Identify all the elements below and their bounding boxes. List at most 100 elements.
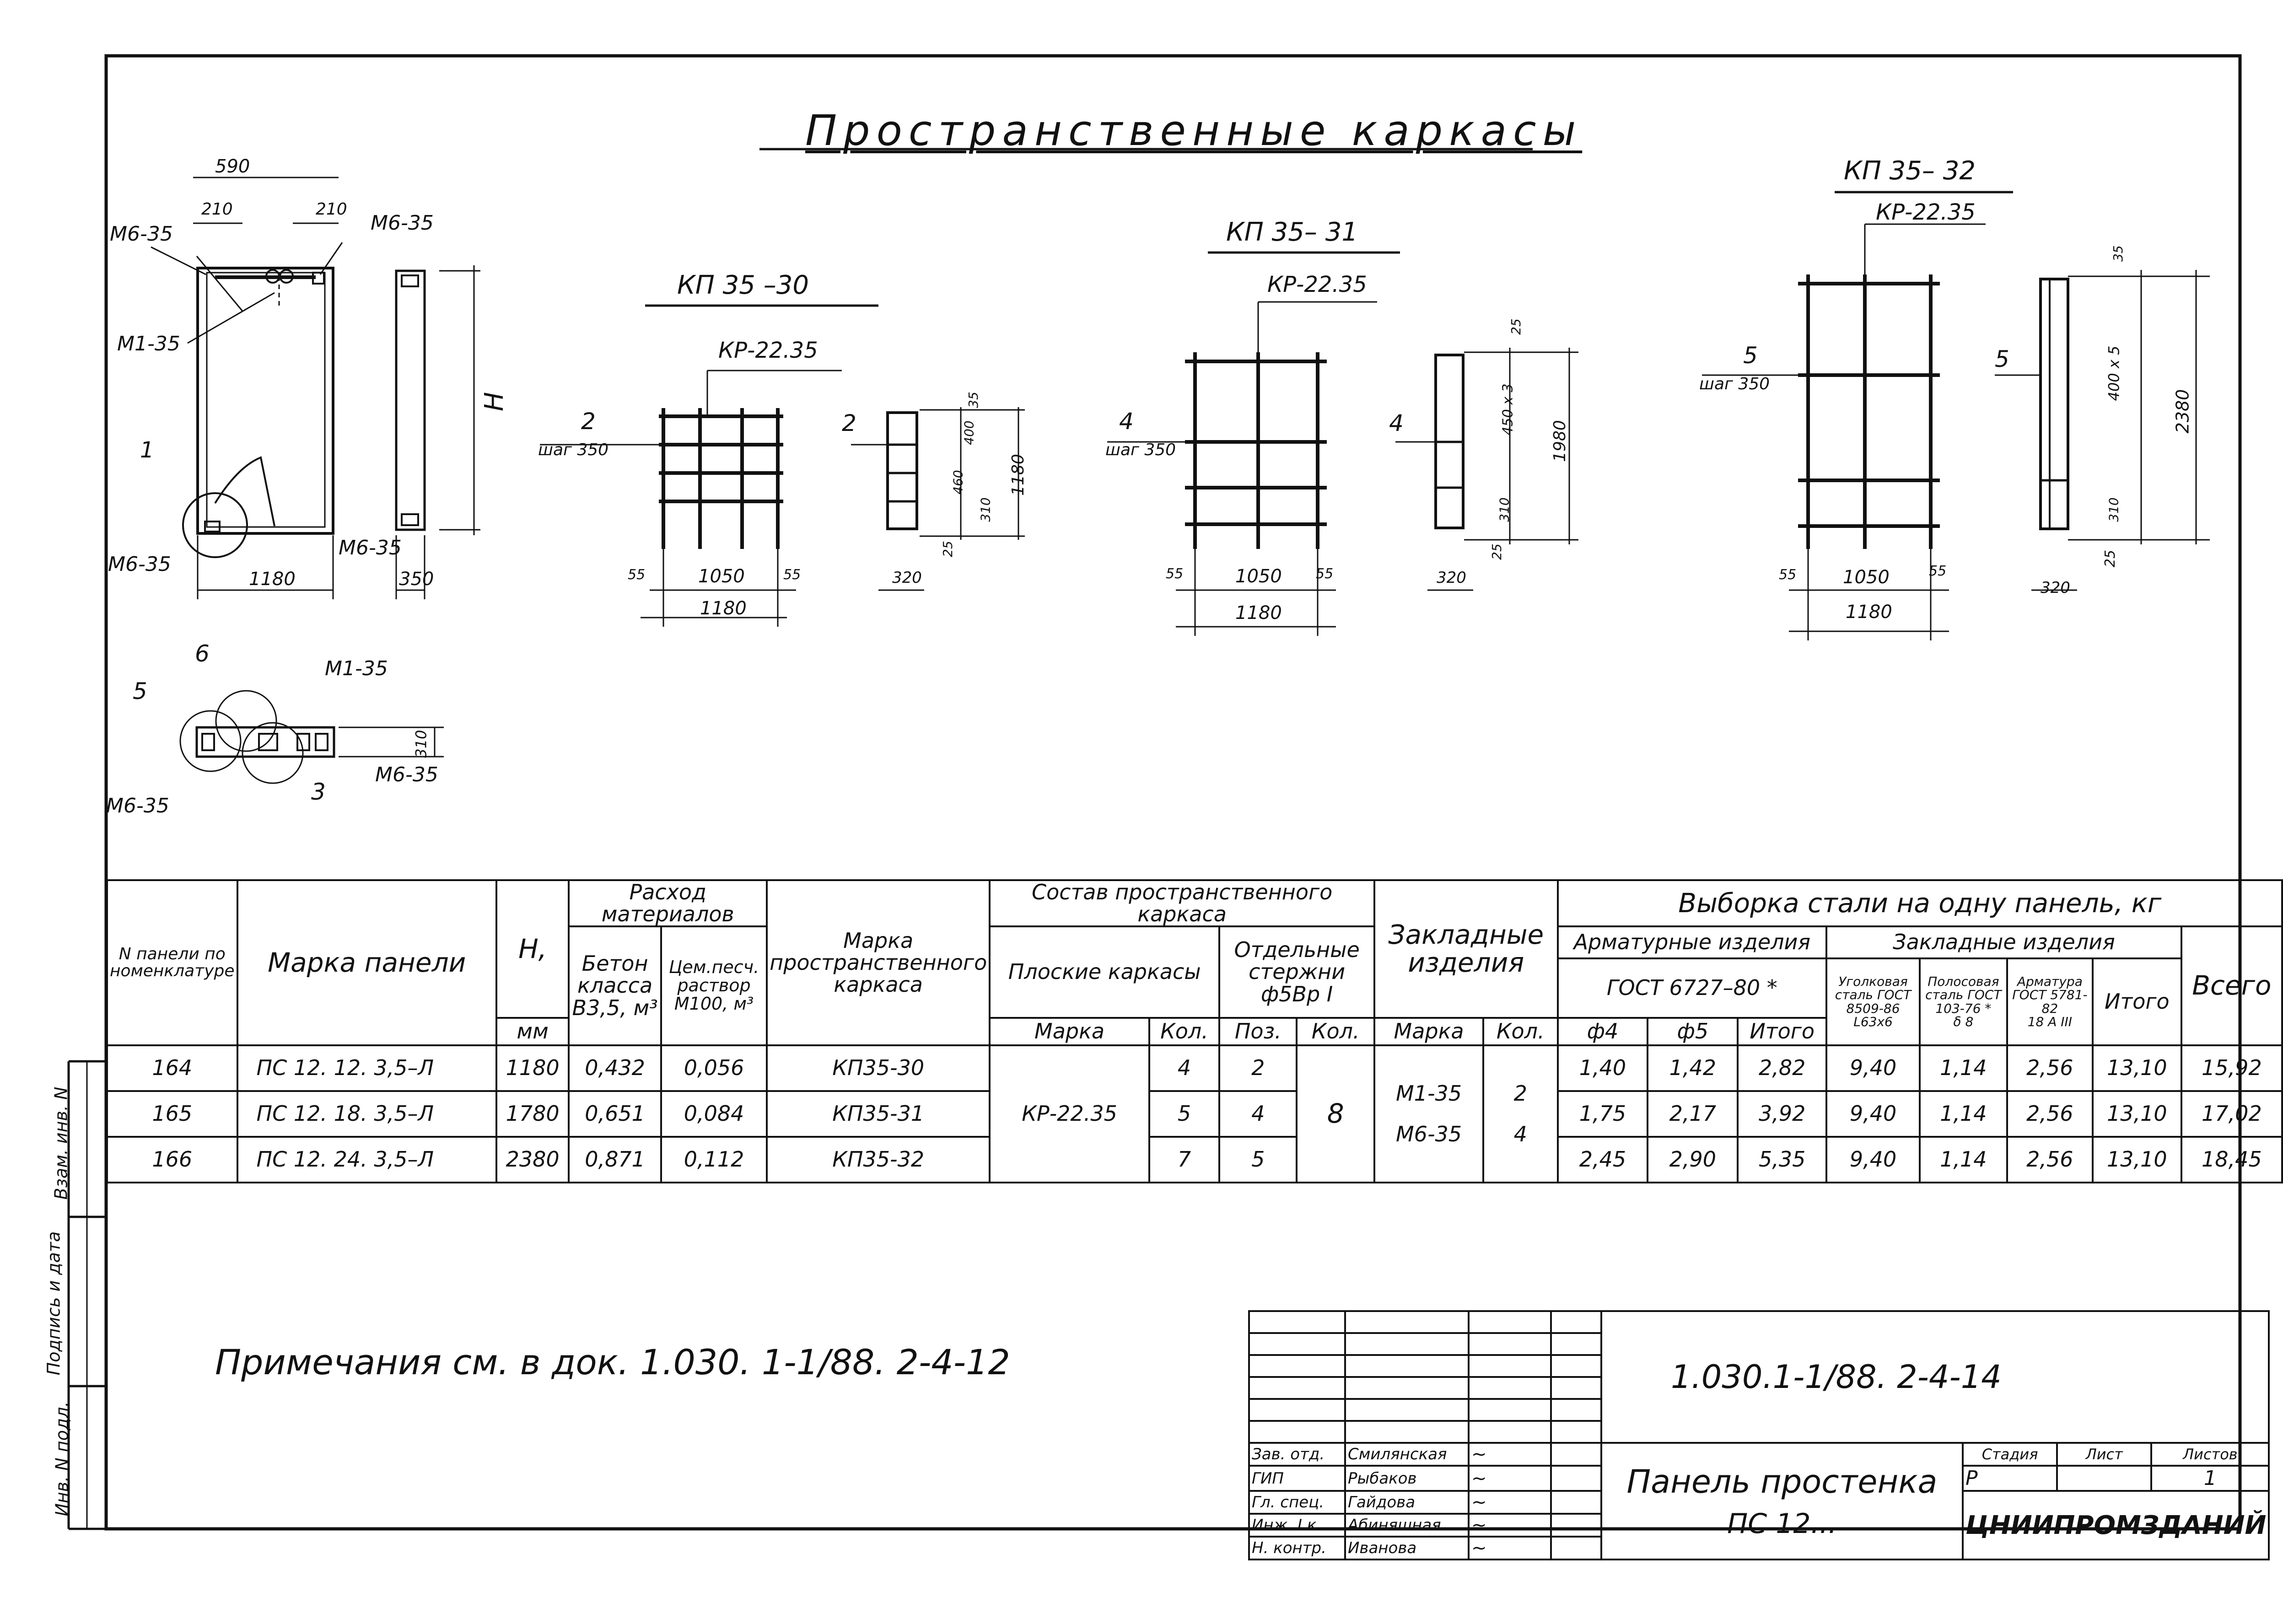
stamp-empty-5b (1344, 1398, 1470, 1422)
hdr-zakl: Закладные изделия (1373, 879, 1559, 1019)
frame-1-flat: КР-22.35 (718, 338, 818, 363)
frame-2-dim-450: 450 х 3 (1500, 383, 1516, 436)
section-pos-5: 5 (133, 678, 147, 704)
row-2-polos: 1,14 (1918, 1090, 2008, 1138)
stamp-listov-h: Листов (2150, 1442, 2270, 1467)
stamp-name-2: Рыбаков (1344, 1465, 1470, 1492)
frame-1-dim-35: 35 (965, 392, 981, 408)
frame-kp30 (540, 370, 1025, 627)
dim-350: 350 (399, 569, 434, 590)
stamp-empty-1b (1344, 1310, 1470, 1334)
frame-3-title: КП 35– 32 (1844, 156, 1976, 186)
page-title: Пространственные каркасы (805, 106, 1583, 155)
row-3-marka: ПС 12. 24. 3,5–Л (236, 1135, 497, 1183)
frame-1-dim-25: 25 (940, 541, 955, 557)
frame-3-pos: 5 (1743, 342, 1758, 369)
hdr-marka-z: Марка (1373, 1016, 1485, 1046)
row-3-ugol: 9,40 (1825, 1135, 1921, 1183)
stamp-sign-4: ∼ (1468, 1513, 1552, 1538)
dim-1180: 1180 (249, 569, 296, 590)
row-1-f5: 1,42 (1647, 1044, 1739, 1092)
frame-3-side-pos: 5 (1995, 346, 2009, 372)
dim-590: 590 (215, 156, 250, 177)
frame-3-dim-400: 400 х 5 (2105, 345, 2123, 401)
frame-2-edge-r: 55 (1316, 566, 1334, 582)
frame-1-dim-310: 310 (978, 497, 993, 522)
row-1-arm: 2,56 (2006, 1044, 2094, 1092)
section-dim-310: 310 (412, 730, 430, 758)
frame-3-outer: 1180 (1846, 602, 1892, 623)
label-m6-bl: М6-35 (108, 553, 171, 576)
hdr-ugol-sub: L63х6 (1853, 1014, 1893, 1029)
stamp-title-cell: Панель простенка ПС 12... (1600, 1442, 1964, 1560)
row-1-cem: 0,056 (660, 1044, 768, 1092)
panel-elevation (151, 177, 480, 599)
side-stamp-inv: Инв. N подл. (52, 1401, 72, 1516)
stamp-empty-6d (1550, 1420, 1602, 1444)
shared-emb1: М1-35 (1395, 1081, 1462, 1106)
side-stamp-vzam: Взам. инв. N (51, 1086, 71, 1200)
hdr-vyborka: Выборка стали на одну панель, кг (1556, 879, 2283, 927)
stamp-role-5: Н. контр. (1248, 1536, 1346, 1560)
row-3-itogo2: 13,10 (2091, 1135, 2182, 1183)
stamp-name-4: Абиняшная (1344, 1513, 1470, 1538)
frame-2-step: шаг 350 (1105, 441, 1176, 459)
row-2-f4: 1,75 (1556, 1090, 1649, 1138)
row-3-vsego: 18,45 (2180, 1135, 2283, 1183)
section-m6-left: М6-35 (106, 794, 169, 817)
side-stamp-podpis: Подпись и дата (43, 1231, 64, 1376)
frame-1-total: 1180 (1008, 454, 1028, 496)
frame-3-inner: 1050 (1843, 567, 1890, 588)
hdr-arm: Арматурные изделия (1556, 925, 1828, 959)
stamp-empty-2d (1550, 1332, 1602, 1356)
frame-2-dim-25-top: 25 (1508, 318, 1524, 335)
stamp-sign-2: ∼ (1468, 1465, 1552, 1492)
row-2-marka: ПС 12. 18. 3,5–Л (236, 1090, 497, 1138)
row-1-itogo2: 13,10 (2091, 1044, 2182, 1092)
row-3-f4: 2,45 (1556, 1135, 1649, 1183)
shared-rods-kol: 8 (1296, 1044, 1376, 1183)
hdr-ugol-text: Уголковая сталь ГОСТ 8509-86 (1835, 973, 1911, 1016)
stamp-role-4: Инж. I к. (1248, 1513, 1346, 1538)
frame-1-inner: 1050 (698, 566, 745, 587)
stamp-name-3: Гайдова (1344, 1490, 1470, 1515)
stamp-list (2056, 1465, 2153, 1492)
shared-emb1-kol: 2 (1513, 1081, 1527, 1106)
stamp-sign-5: ∼ (1468, 1536, 1552, 1560)
frame-2-inner: 1050 (1235, 566, 1282, 587)
shared-flat: КР-22.35 (989, 1044, 1150, 1183)
hdr-cem: Цем.песч. раствор М100, м³ (660, 925, 768, 1046)
frame-1-outer: 1180 (700, 598, 747, 619)
frame-2-dim-25-bot: 25 (1489, 543, 1504, 560)
frame-2-total: 1980 (1550, 420, 1569, 462)
row-2-beton: 0,651 (568, 1090, 662, 1138)
stamp-empty-6a (1248, 1420, 1346, 1444)
frame-1-title: КП 35 –30 (677, 270, 809, 300)
stamp-empty-4b (1344, 1376, 1470, 1400)
stamp-empty-6b (1344, 1420, 1470, 1444)
frame-3-dim-310: 310 (2106, 497, 2121, 522)
frame-3-edge-l: 55 (1779, 567, 1797, 583)
stamp-date-1 (1550, 1442, 1602, 1467)
frame-kp31 (1107, 301, 1578, 636)
stamp-empty-3b (1344, 1354, 1470, 1378)
frame-3-step: шаг 350 (1699, 375, 1770, 393)
stamp-name2: ПС 12... (1727, 1507, 1837, 1540)
row-1-marka: ПС 12. 12. 3,5–Л (236, 1044, 497, 1092)
dim-210-left: 210 (201, 200, 233, 219)
frame-1-edge-l: 55 (628, 567, 646, 583)
row-2-ugol: 9,40 (1825, 1090, 1921, 1138)
stamp-stadia: Р (1961, 1465, 2058, 1492)
row-3-itogo: 5,35 (1737, 1135, 1828, 1183)
hdr-armat-sub: 18 А ІІІ (2027, 1014, 2073, 1029)
stamp-empty-1d (1550, 1310, 1602, 1334)
stamp-empty-4c (1468, 1376, 1552, 1400)
row-2-vsego: 17,02 (2180, 1090, 2283, 1138)
stamp-empty-4a (1248, 1376, 1346, 1400)
row-2-n: 165 (106, 1090, 238, 1138)
hdr-h: Н, (495, 879, 570, 1019)
section-pos-6: 6 (195, 640, 210, 667)
